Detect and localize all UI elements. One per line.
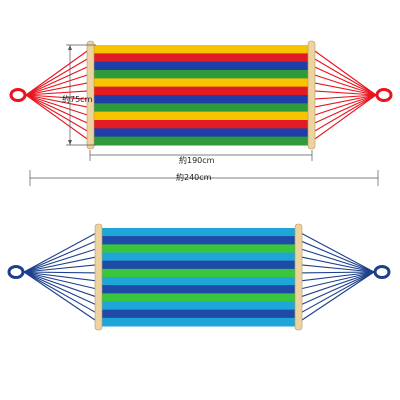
rainbow-hammock bbox=[9, 40, 393, 150]
fabric-stripe bbox=[93, 61, 310, 71]
rope bbox=[23, 271, 99, 315]
rope bbox=[311, 48, 377, 96]
end-loop-left bbox=[7, 265, 25, 279]
rope bbox=[23, 271, 99, 290]
dimension-annotations: 約75cm 約190cm 約240cm bbox=[29, 44, 379, 186]
rope bbox=[23, 271, 99, 274]
rope bbox=[298, 271, 375, 315]
fabric-stripe bbox=[93, 103, 310, 113]
rope bbox=[23, 271, 99, 307]
rope bbox=[23, 271, 99, 282]
hammock-ropes bbox=[25, 48, 377, 142]
width-label: 約75cm bbox=[62, 94, 93, 104]
fabric-stripe bbox=[102, 277, 298, 286]
end-loops bbox=[9, 88, 393, 102]
hammock-fabric bbox=[102, 228, 298, 327]
rope bbox=[25, 65, 91, 96]
fabric-stripe bbox=[102, 317, 298, 327]
rope bbox=[311, 65, 377, 96]
spreader-bars bbox=[94, 223, 303, 331]
fabric-stripe bbox=[102, 236, 298, 245]
fabric-stripe bbox=[102, 252, 298, 262]
rope bbox=[311, 94, 377, 142]
rope bbox=[25, 48, 91, 96]
fabric-stripe bbox=[102, 244, 298, 253]
blue-green-hammock bbox=[7, 223, 391, 331]
fabric-stripe bbox=[93, 95, 310, 104]
rope bbox=[25, 94, 91, 125]
spreader-bar-right bbox=[307, 40, 316, 150]
rope bbox=[298, 231, 375, 273]
spreader-bar-left bbox=[86, 40, 95, 150]
rope bbox=[25, 94, 91, 100]
spreader-bar-left bbox=[94, 223, 103, 331]
rope bbox=[23, 271, 99, 323]
fabric-stripe bbox=[102, 301, 298, 311]
rope bbox=[23, 271, 99, 298]
hammock-ropes bbox=[23, 231, 375, 323]
fabric-stripe bbox=[93, 86, 310, 96]
end-loop-left bbox=[9, 88, 27, 102]
rope bbox=[298, 271, 375, 274]
hammock-fabric bbox=[93, 45, 310, 146]
rope bbox=[25, 90, 91, 96]
rope bbox=[298, 271, 375, 298]
rope bbox=[25, 73, 91, 96]
fabric-stripe bbox=[93, 120, 310, 129]
rope bbox=[311, 90, 377, 96]
rope bbox=[311, 56, 377, 96]
rope bbox=[298, 247, 375, 273]
fabric-stripe bbox=[102, 268, 298, 278]
rope bbox=[23, 247, 99, 273]
rope bbox=[25, 94, 91, 109]
rope bbox=[311, 94, 377, 100]
rope bbox=[23, 256, 99, 273]
rope bbox=[298, 271, 375, 307]
fabric-stripe bbox=[102, 293, 298, 302]
fabric-stripe bbox=[102, 228, 298, 237]
fabric-stripe bbox=[93, 53, 310, 63]
rope bbox=[298, 264, 375, 273]
rope bbox=[25, 56, 91, 96]
rope bbox=[23, 231, 99, 273]
rope bbox=[25, 94, 91, 134]
rope bbox=[298, 256, 375, 273]
end-loop-right bbox=[373, 265, 391, 279]
bed-length-label: 約190cm bbox=[179, 155, 215, 165]
fabric-stripe bbox=[93, 45, 310, 54]
rope bbox=[298, 271, 375, 282]
total-length-dimension: 約240cm bbox=[29, 170, 379, 186]
fabric-stripe bbox=[93, 70, 310, 79]
fabric-stripe bbox=[93, 111, 310, 121]
fabric-stripe bbox=[102, 260, 298, 270]
bed-length-dimension: 約190cm bbox=[89, 150, 313, 165]
rope bbox=[311, 94, 377, 109]
rope bbox=[25, 81, 91, 96]
rope bbox=[298, 271, 375, 290]
rope bbox=[311, 94, 377, 125]
fabric-stripe bbox=[93, 78, 310, 88]
fabric-stripe bbox=[102, 309, 298, 319]
rope bbox=[311, 73, 377, 96]
rope bbox=[311, 94, 377, 117]
rope bbox=[311, 81, 377, 96]
width-dimension: 約75cm bbox=[62, 44, 96, 146]
rope bbox=[23, 264, 99, 273]
end-loops bbox=[7, 265, 391, 279]
rope bbox=[298, 239, 375, 273]
end-loop-right bbox=[375, 88, 393, 102]
rope bbox=[25, 94, 91, 142]
rope bbox=[25, 94, 91, 117]
rope bbox=[311, 94, 377, 134]
fabric-stripe bbox=[93, 136, 310, 146]
spreader-bars bbox=[86, 40, 316, 150]
fabric-stripe bbox=[102, 285, 298, 294]
rope bbox=[298, 271, 375, 323]
rope bbox=[23, 239, 99, 273]
total-length-label: 約240cm bbox=[176, 172, 212, 182]
spreader-bar-right bbox=[294, 223, 303, 331]
fabric-stripe bbox=[93, 128, 310, 138]
